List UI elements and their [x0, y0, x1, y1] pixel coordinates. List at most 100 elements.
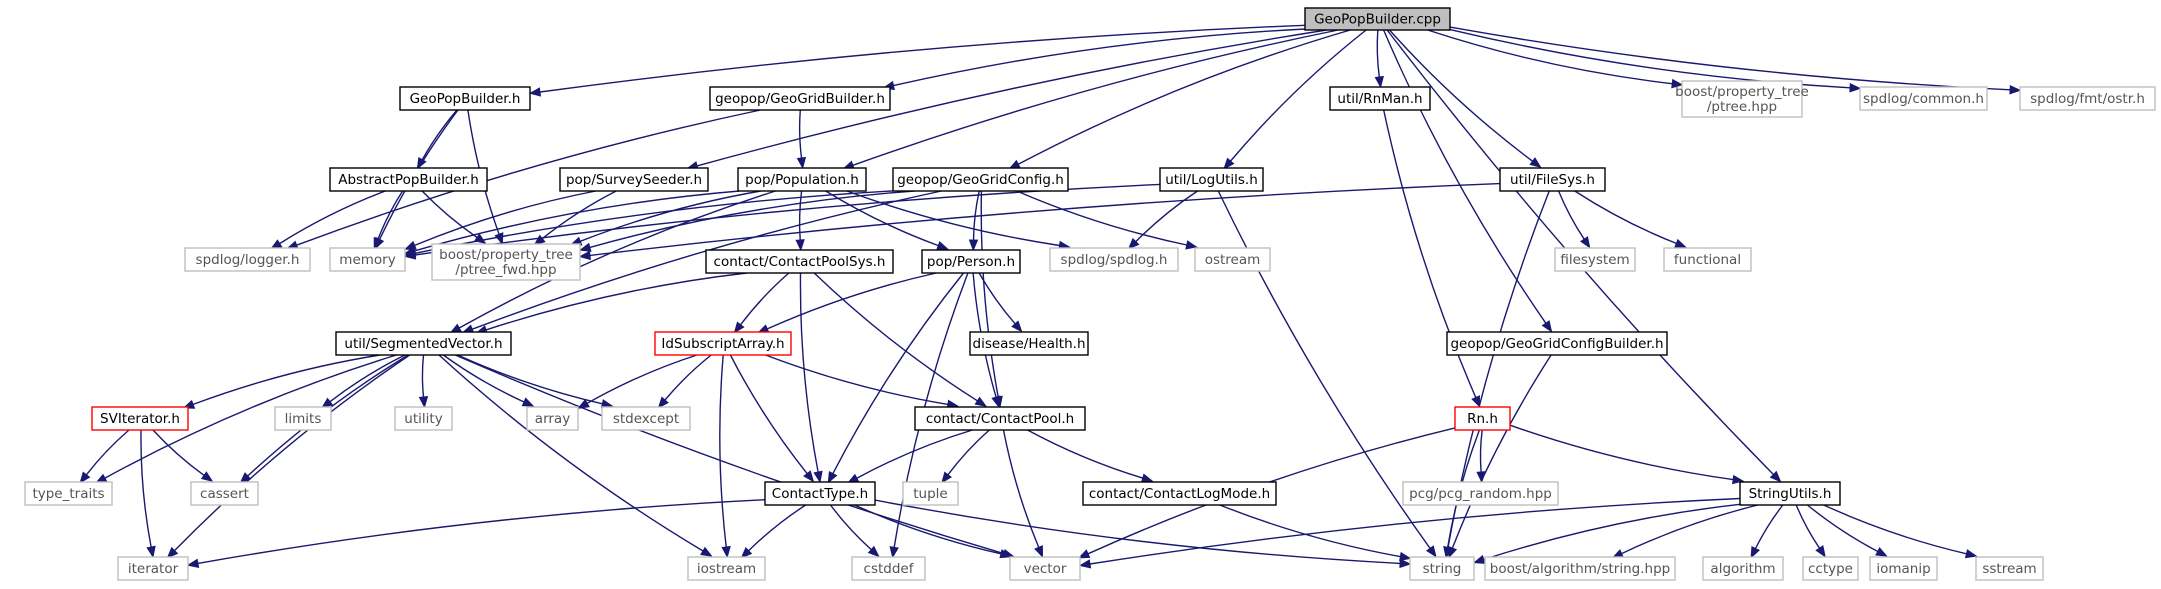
node-tuple[interactable]: tuple [902, 481, 959, 506]
node-label: sstream [1982, 561, 2036, 577]
node-label: util/RnMan.h [1337, 91, 1422, 107]
node-iomanip[interactable]: iomanip [1869, 556, 1938, 581]
edge-idsub-to-array [577, 354, 698, 409]
node-logutils[interactable]: util/LogUtils.h [1159, 167, 1264, 192]
edge-idsub-to-ctype [729, 354, 815, 483]
node-spdlogger[interactable]: spdlog/logger.h [184, 247, 311, 272]
node-iostream[interactable]: iostream [687, 556, 766, 581]
edge-logutils-to-spdlog [1127, 190, 1198, 250]
node-clog[interactable]: contact/ContactLogMode.h [1082, 481, 1277, 506]
node-seeder[interactable]: pop/SurveySeeder.h [559, 167, 709, 192]
node-label: tuple [913, 486, 947, 502]
node-iterator[interactable]: iterator [117, 556, 189, 581]
node-label: algorithm [1710, 561, 1775, 577]
node-stdexcept[interactable]: stdexcept [601, 406, 691, 431]
edge-root-to-ggcb [1382, 29, 1553, 333]
node-label: boost/property_tree [439, 247, 573, 263]
node-root[interactable]: GeoPopBuilder.cpp [1304, 7, 1451, 31]
node-spdlog[interactable]: spdlog/spdlog.h [1049, 247, 1179, 272]
edge-filesys-to-ptreefwd [578, 182, 1501, 261]
node-string[interactable]: string [1409, 556, 1475, 581]
node-label: memory [339, 252, 395, 268]
edge-population-to-cps [795, 190, 805, 252]
edge-strutils-to-sstream [1823, 504, 1978, 559]
node-vector[interactable]: vector [1009, 556, 1081, 581]
node-cctype[interactable]: cctype [1802, 556, 1859, 581]
edge-ggconfig-to-ptreefwd [578, 190, 915, 252]
node-label: pop/Person.h [927, 254, 1015, 270]
node-idsub[interactable]: IdSubscriptArray.h [654, 331, 792, 356]
node-ostream[interactable]: ostream [1194, 247, 1271, 272]
edge-sviter-to-iterator [140, 429, 156, 559]
edge-ctype-to-string [874, 499, 1412, 569]
node-label: type_traits [32, 486, 104, 502]
node-cpool[interactable]: contact/ContactPool.h [914, 406, 1086, 431]
node-spdfmt[interactable]: spdlog/fmt/ostr.h [2019, 86, 2156, 111]
node-filesys[interactable]: util/FileSys.h [1499, 167, 1606, 192]
node-functional[interactable]: functional [1663, 247, 1752, 272]
edge-filesys-to-filesystem [1557, 190, 1591, 249]
node-health[interactable]: disease/Health.h [969, 331, 1089, 356]
node-ggb[interactable]: geopop/GeoGridBuilder.h [709, 86, 891, 111]
node-rnman[interactable]: util/RnMan.h [1329, 86, 1431, 111]
node-label: /ptree_fwd.hpp [455, 262, 556, 278]
node-algorithm[interactable]: algorithm [1702, 556, 1784, 581]
node-label: iomanip [1876, 561, 1930, 577]
edge-ctype-to-cstddef [829, 504, 880, 558]
node-limits[interactable]: limits [274, 406, 332, 431]
node-label: stdexcept [613, 411, 679, 427]
node-cstddef[interactable]: cstddef [851, 556, 926, 581]
edge-strutils-to-string [1473, 503, 1741, 564]
node-label: util/SegmentedVector.h [344, 336, 502, 352]
node-array[interactable]: array [526, 406, 579, 431]
node-memory[interactable]: memory [329, 247, 406, 272]
node-pcg[interactable]: pcg/pcg_random.hpp [1402, 481, 1559, 506]
edge-root-to-gpb_h [528, 24, 1306, 97]
node-person[interactable]: pop/Person.h [921, 249, 1021, 274]
node-filesystem[interactable]: filesystem [1554, 247, 1636, 272]
node-bpt[interactable]: boost/property_tree/ptree.hpp [1675, 80, 1809, 118]
edge-segvec-to-array [442, 354, 535, 407]
node-label: StringUtils.h [1749, 486, 1832, 502]
node-label: pop/SurveySeeder.h [566, 172, 702, 188]
node-rn[interactable]: Rn.h [1454, 406, 1511, 431]
edge-clog-to-string [1219, 504, 1412, 562]
node-apb[interactable]: AbstractPopBuilder.h [329, 167, 488, 192]
node-label: boost/property_tree [1675, 84, 1809, 100]
edge-strutils-to-vector [1078, 497, 1741, 569]
node-label: GeoPopBuilder.h [410, 91, 521, 107]
node-strutils[interactable]: StringUtils.h [1739, 481, 1841, 506]
node-gpb-h[interactable]: GeoPopBuilder.h [399, 86, 531, 111]
edge-ctype-to-iostream [740, 504, 807, 559]
node-label: SVIterator.h [100, 411, 180, 427]
node-ggcb[interactable]: geopop/GeoGridConfigBuilder.h [1446, 331, 1668, 356]
node-spdcommon[interactable]: spdlog/common.h [1859, 86, 1988, 111]
node-ggconfig[interactable]: geopop/GeoGridConfig.h [892, 167, 1069, 192]
node-label: pop/Population.h [745, 172, 859, 188]
edge-strutils-to-iomanip [1806, 504, 1888, 557]
node-segvec[interactable]: util/SegmentedVector.h [335, 331, 512, 356]
node-ptreefwd[interactable]: boost/property_tree/ptree_fwd.hpp [431, 243, 581, 281]
edge-sviter-to-cassert [152, 429, 214, 482]
node-label: boost/algorithm/string.hpp [1490, 561, 1670, 577]
edge-root-to-rnman [1374, 29, 1384, 89]
node-label: string [1423, 561, 1462, 577]
edge-cps-to-cpool [813, 272, 988, 407]
node-population[interactable]: pop/Population.h [737, 167, 867, 192]
node-balgo[interactable]: boost/algorithm/string.hpp [1484, 556, 1676, 581]
node-utility[interactable]: utility [394, 406, 453, 431]
node-sstream[interactable]: sstream [1975, 556, 2044, 581]
node-sviter[interactable]: SVIterator.h [91, 406, 189, 431]
edge-strutils-to-algorithm [1750, 504, 1784, 559]
node-label: spdlog/common.h [1863, 91, 1984, 107]
node-cps[interactable]: contact/ContactPoolSys.h [705, 249, 894, 274]
edge-filesys-to-functional [1574, 190, 1687, 248]
edge-cpool-to-vector [1002, 429, 1044, 558]
node-ctype[interactable]: ContactType.h [764, 481, 876, 506]
node-label: cstddef [864, 561, 915, 577]
edge-root-to-spdfmt [1449, 26, 2022, 95]
node-cassert[interactable]: cassert [190, 481, 259, 506]
node-typetraits[interactable]: type_traits [24, 481, 113, 506]
